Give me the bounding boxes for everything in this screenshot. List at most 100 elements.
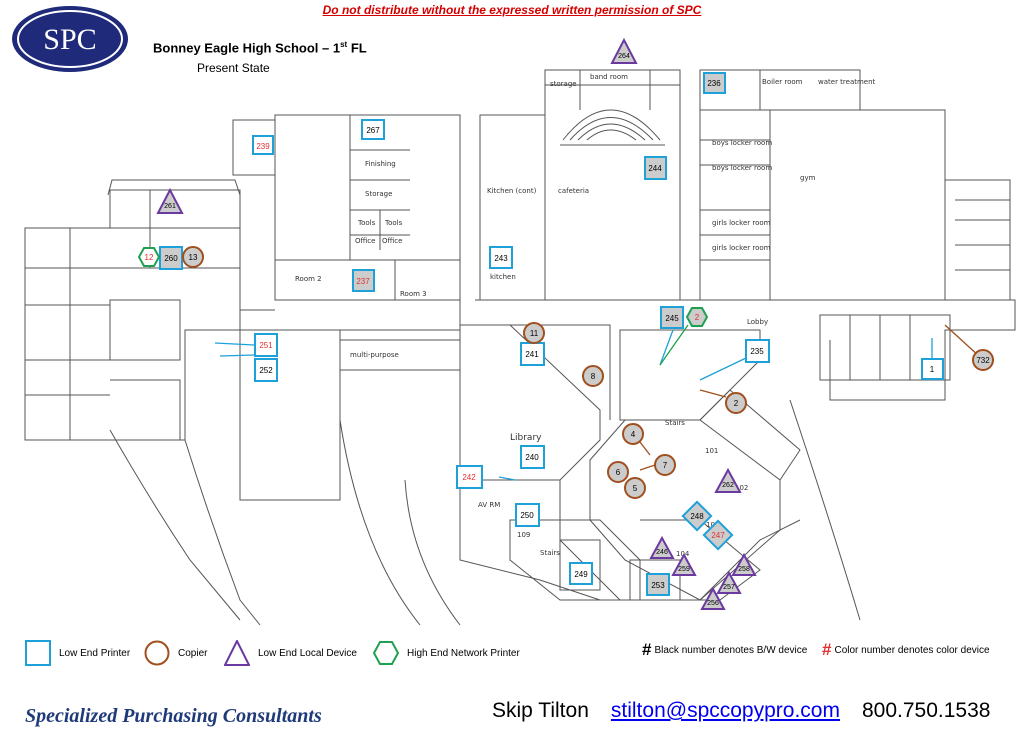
copier-11-label: 11 [530,329,539,338]
printer-235 [745,339,770,363]
copier-732-label: 732 [976,356,990,365]
printer-253-label: 253 [651,581,665,590]
local-261-label: 261 [164,203,176,210]
local-256 [700,586,726,610]
stairs-hub-outline [589,419,781,601]
local-262 [714,467,742,493]
copier-732 [972,349,994,371]
network-12-label: 12 [145,253,154,262]
square-icon [25,640,51,666]
copier-6 [607,461,629,483]
legend-bw-note: # Black number denotes B/W device [642,640,808,659]
left-wing-outline [24,189,241,441]
printer-247-label: 247 [711,531,725,540]
printer-240-label: 240 [525,453,539,462]
room-av: AV RM [478,501,500,509]
local-264-label: 264 [618,53,630,60]
contact-name: Skip Tilton [492,699,589,722]
printer-253 [646,573,670,596]
room-tools1: Tools [357,219,376,227]
printer-245-label: 245 [665,314,679,323]
legend-local: Low End Local Device [224,640,357,666]
printer-235-label: 235 [750,347,764,356]
printer-240 [520,445,545,469]
hash-bw: # [642,640,652,659]
printer-237-label: 237 [356,277,370,286]
printer-242-label: 242 [462,473,476,482]
cafeteria-outline [544,69,681,301]
printer-236-label: 236 [707,79,721,88]
contact-phone: 800.750.1538 [861,699,991,722]
local-258 [731,552,757,576]
room-band: band room [590,73,628,81]
room-boiler: Boiler room [762,78,803,86]
company-name: Specialized Purchasing Consultants [25,705,322,727]
legend-network: High End Network Printer [373,640,520,666]
room-103: 103 [706,521,719,529]
room-finishing: Finishing [365,160,396,168]
room-gym: gym [800,174,816,182]
legend-printer: Low End Printer [25,640,130,666]
room-stairs-1: Stairs [665,419,685,427]
page-title: Bonney Eagle High School – 1st FL [153,40,367,56]
room-lobby: Lobby [747,318,768,326]
printer-260-label: 260 [164,254,178,263]
legend-color-note: # Color number denotes color device [822,640,990,659]
room-cafeteria: cafeteria [558,187,589,195]
contact-email-link[interactable]: stilton@spccopypro.com [610,699,840,722]
legend-copier: Copier [144,640,207,666]
printer-243-label: 243 [494,254,508,263]
room-102: 102 [735,484,748,492]
local-246 [649,535,675,559]
copier-5-label: 5 [633,484,638,493]
kitchen-outline [479,114,546,301]
copier-13-label: 13 [189,253,198,262]
copier-2-label: 2 [734,399,739,408]
printer-244-label: 244 [648,164,662,173]
copier-11 [523,322,545,344]
printer-248 [681,500,713,532]
room-storage2: Storage [365,190,392,198]
local-261 [156,187,184,214]
network-printer-layer: 12 2 [137,247,709,327]
local-258-label: 258 [738,566,750,573]
local-257-label: 257 [723,584,735,591]
local-256-label: 256 [707,600,719,607]
network-2 [685,307,709,327]
copier-7 [654,454,676,476]
printer-249-label: 249 [574,570,588,579]
room-girls-locker-1: girls locker room [712,219,771,227]
room-108: 108 [575,579,588,587]
printer-245 [660,306,684,329]
printer-250-label: 250 [520,511,534,520]
local-device-layer: 264 261 262 246 259 258 257 256 [156,37,757,610]
printer-236 [703,72,726,94]
printer-244 [644,156,667,180]
copier-2 [725,392,747,414]
copier-8-label: 8 [591,372,596,381]
room-2: Room 2 [295,275,322,283]
printer-252 [254,358,278,382]
library-outline [459,324,601,481]
local-262-label: 262 [722,482,734,489]
room-library: Library [510,433,542,443]
printer-267 [361,119,385,140]
printer-237 [352,269,375,292]
local-246-label: 246 [656,549,668,556]
printer-239 [252,135,274,155]
copier-5 [624,477,646,499]
room-storage: storage [550,80,577,88]
printer-251 [254,333,278,357]
printer-241 [520,342,545,366]
local-259 [671,552,697,576]
gym-outline [699,69,946,301]
circle-icon [144,640,170,666]
spc-logo: SPC [12,6,128,72]
printer-252-label: 252 [259,366,273,375]
printer-242 [456,465,483,489]
triangle-icon [224,640,250,666]
room-office2: Office [382,237,402,245]
copier-6-label: 6 [616,468,621,477]
printer-249 [569,562,593,585]
room-stairs-2: Stairs [540,549,560,557]
